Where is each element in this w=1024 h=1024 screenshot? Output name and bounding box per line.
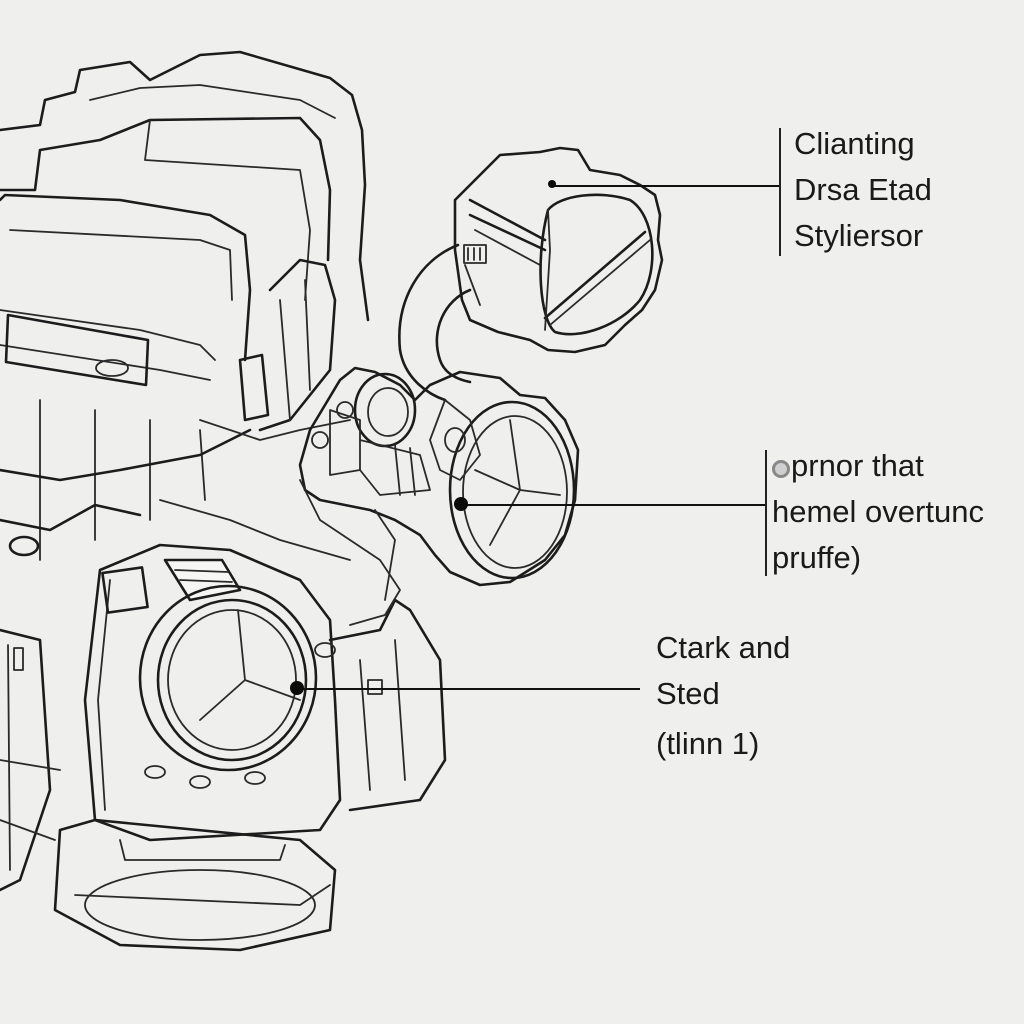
leader-line-bottom bbox=[298, 688, 640, 690]
upper-component bbox=[453, 146, 664, 354]
hose bbox=[398, 243, 472, 402]
leader-dot-bottom bbox=[290, 681, 304, 695]
callout-bottom: Ctark and Sted (tlinn 1) bbox=[656, 625, 790, 767]
callout-bottom-line-3: (tlinn 1) bbox=[656, 726, 760, 761]
callout-top-line-3: Styliersor bbox=[794, 218, 924, 253]
callout-middle-line-3: pruffe) bbox=[772, 540, 862, 575]
callout-top: Clianting Drsa Etad Styliersor bbox=[794, 121, 932, 259]
bracket-middle bbox=[765, 450, 767, 576]
callout-bottom-line-2: Sted bbox=[656, 676, 720, 711]
callout-top-line-2: Drsa Etad bbox=[794, 172, 932, 207]
callout-bottom-line-1: Ctark and bbox=[656, 630, 791, 665]
engine-block bbox=[0, 50, 370, 892]
leader-line-middle bbox=[462, 504, 765, 506]
callout-middle-line-2: hemel overtunc bbox=[772, 494, 984, 529]
callout-middle: prnor that hemel overtunc pruffe) bbox=[772, 443, 984, 581]
leader-dot-middle bbox=[454, 497, 468, 511]
ring-icon bbox=[772, 460, 790, 478]
callout-top-line-1: Clianting bbox=[794, 126, 915, 161]
leader-dot-top bbox=[548, 180, 556, 188]
leader-line-top bbox=[553, 185, 780, 187]
pump-assembly bbox=[298, 366, 580, 626]
bracket-top bbox=[779, 128, 781, 256]
callout-middle-line-1: prnor that bbox=[791, 448, 924, 483]
front-housing bbox=[53, 543, 447, 952]
